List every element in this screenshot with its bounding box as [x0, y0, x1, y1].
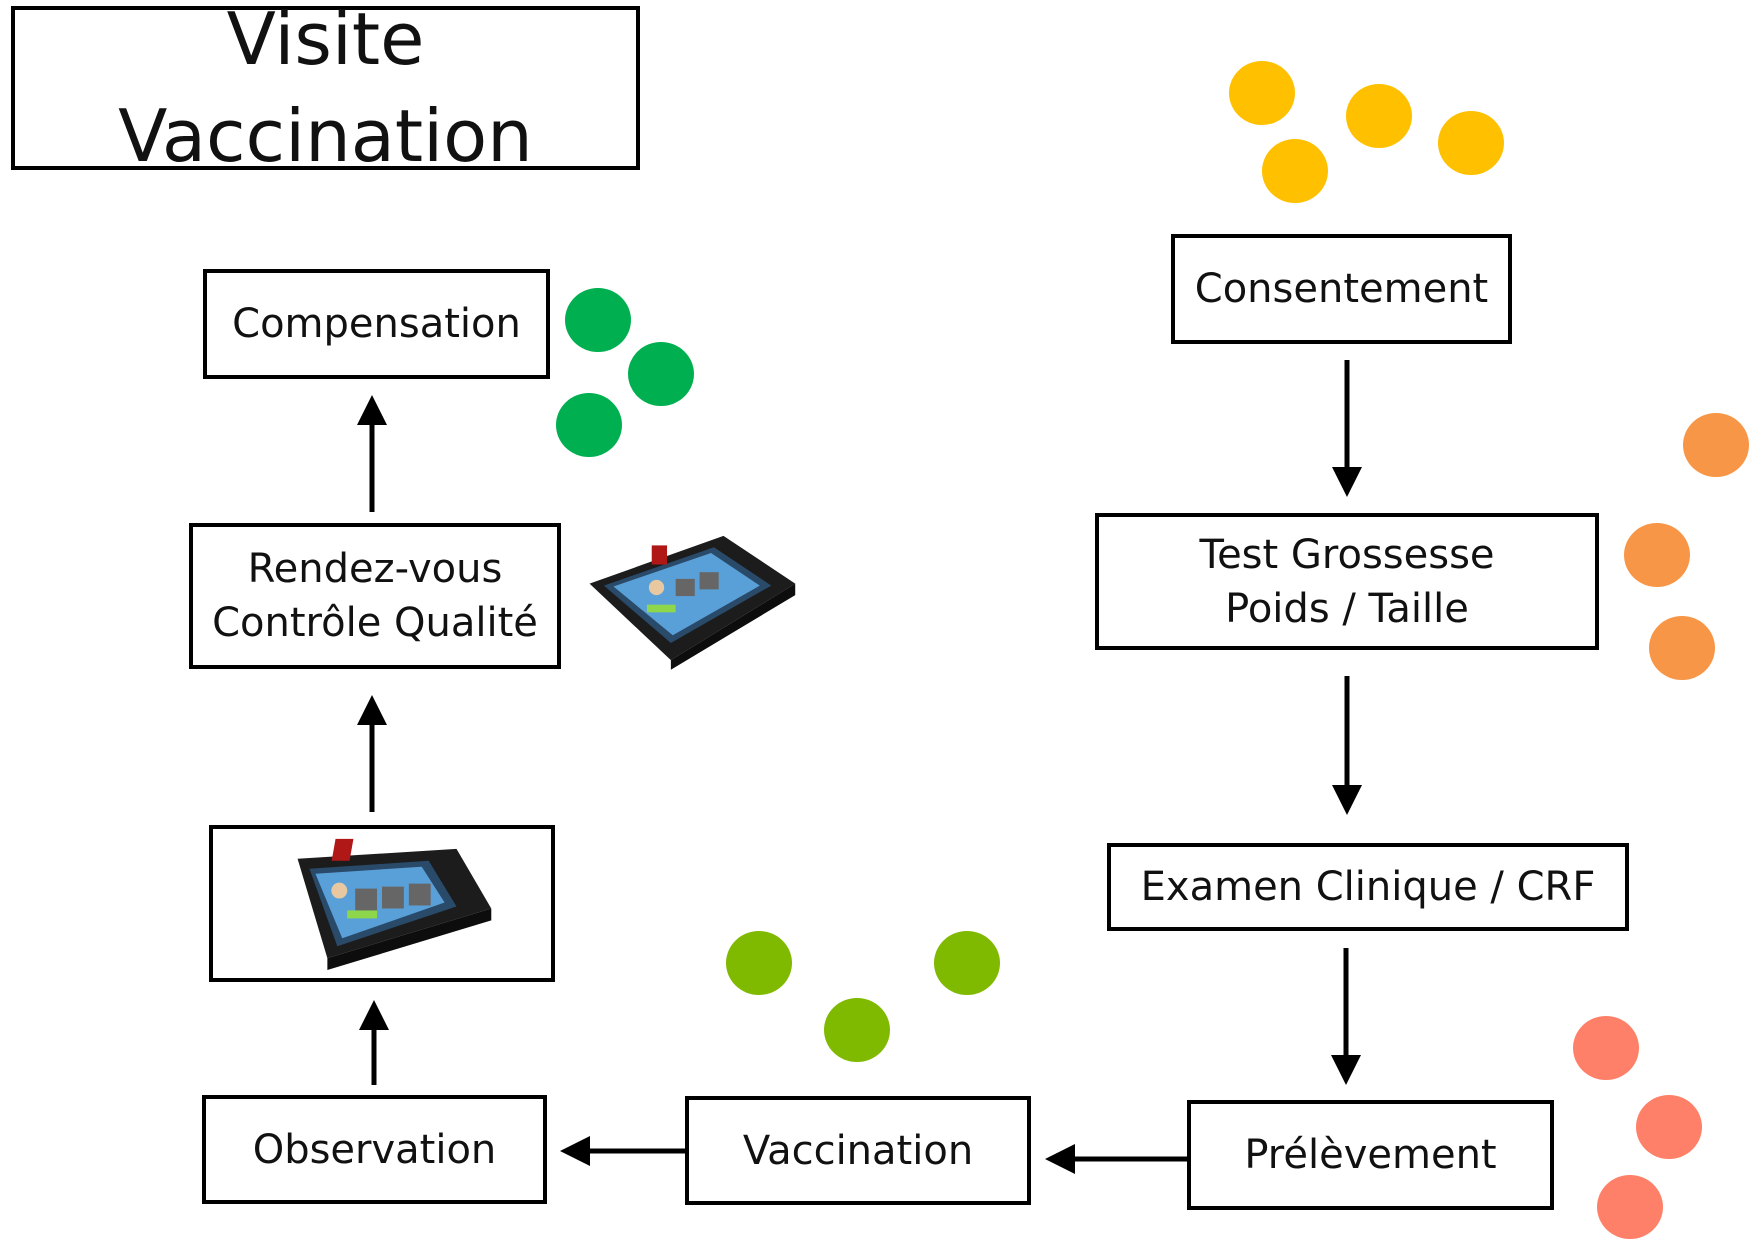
biometric-tablet-icon: [589, 535, 796, 670]
dot-yellow: [1262, 139, 1328, 203]
dot-lime: [934, 931, 1000, 995]
dot-green: [556, 393, 622, 457]
dot-yellow: [1229, 61, 1295, 125]
node-rendez-vous-line2: Contrôle Qualité: [212, 600, 538, 646]
node-examen-clinique: Examen Clinique / CRF: [1107, 843, 1629, 931]
dot-lime: [824, 998, 890, 1062]
node-prelevement-label: Prélèvement: [1244, 1132, 1497, 1178]
node-device-check: [209, 825, 555, 982]
node-consentement: Consentement: [1171, 234, 1512, 344]
node-compensation-label: Compensation: [232, 301, 521, 347]
node-observation: Observation: [202, 1095, 547, 1204]
node-test-grossesse-line2: Poids / Taille: [1225, 585, 1469, 632]
node-test-grossesse-line1: Test Grossesse: [1199, 531, 1495, 578]
biometric-tablet-icon: [297, 838, 492, 971]
node-vaccination: Vaccination: [685, 1096, 1031, 1205]
diagram-title: Visite Vaccination: [11, 0, 640, 178]
dot-orange: [1649, 616, 1715, 680]
node-vaccination-label: Vaccination: [742, 1127, 974, 1174]
dot-orange: [1683, 413, 1749, 477]
dot-salmon: [1636, 1095, 1702, 1159]
dot-green: [565, 288, 631, 352]
node-rendez-vous: Rendez-vous Contrôle Qualité: [189, 523, 561, 669]
dot-salmon: [1573, 1016, 1639, 1080]
dot-orange: [1624, 523, 1690, 587]
node-consentement-label: Consentement: [1194, 266, 1489, 312]
dot-yellow: [1438, 111, 1504, 175]
dot-yellow: [1346, 84, 1412, 148]
dot-salmon: [1597, 1175, 1663, 1239]
dot-green: [628, 342, 694, 406]
node-test-grossesse: Test Grossesse Poids / Taille: [1095, 513, 1599, 650]
node-examen-clinique-label: Examen Clinique / CRF: [1140, 864, 1596, 910]
node-prelevement: Prélèvement: [1187, 1100, 1554, 1210]
node-compensation: Compensation: [203, 269, 550, 379]
node-rendez-vous-line1: Rendez-vous: [247, 546, 503, 592]
dot-lime: [726, 931, 792, 995]
diagram-title-text: Visite Vaccination: [118, 0, 533, 178]
node-observation-label: Observation: [252, 1126, 497, 1173]
